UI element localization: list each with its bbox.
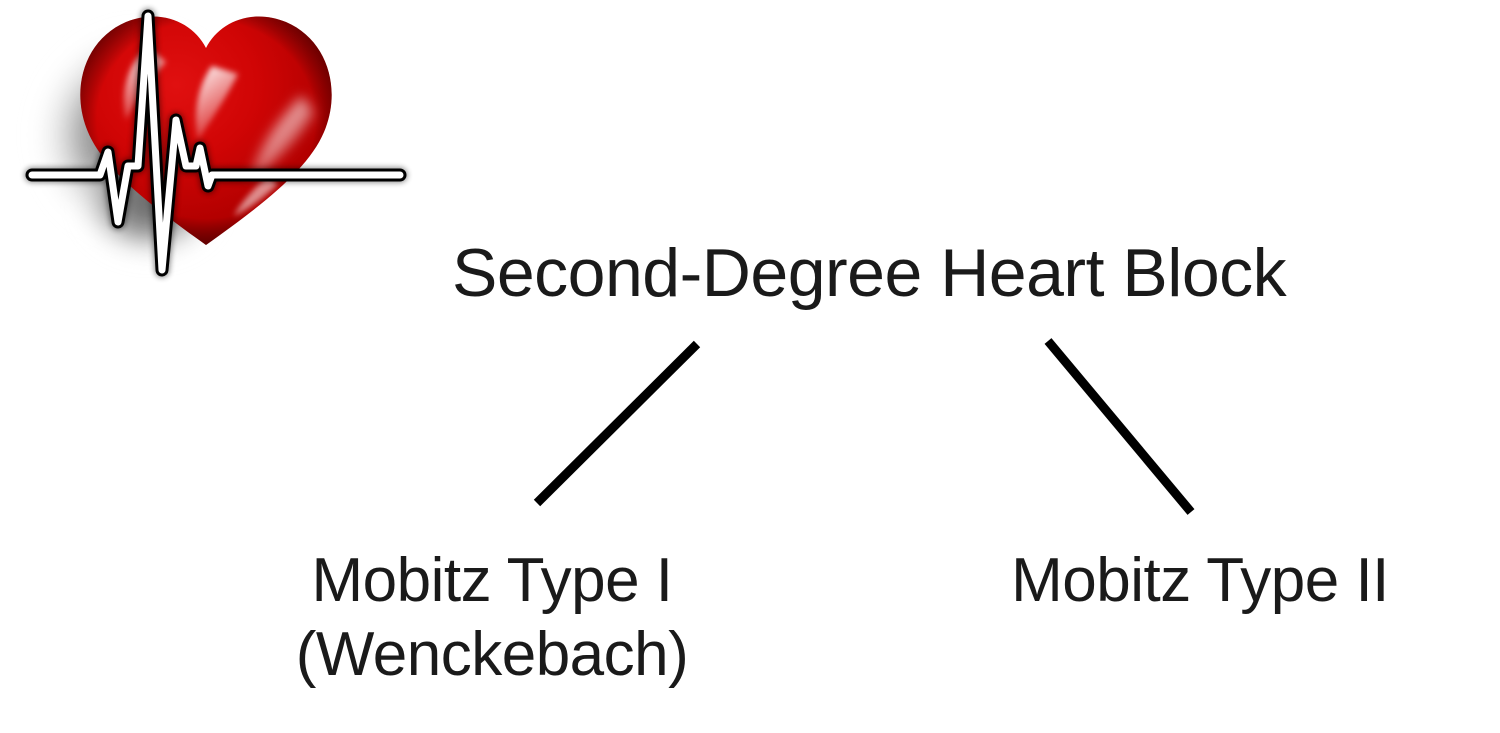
ecg-trace xyxy=(24,8,408,278)
branch-label-line-1: Mobitz Type I xyxy=(311,546,673,615)
branch-label-mobitz-type-2: Mobitz Type II xyxy=(985,544,1415,618)
branch-label-mobitz-type-1: Mobitz Type I (Wenckebach) xyxy=(272,544,712,692)
branch-label-line-1: Mobitz Type II xyxy=(1011,546,1389,615)
connector-line-right xyxy=(1044,338,1195,515)
branch-label-line-2: (Wenckebach) xyxy=(295,620,689,689)
connector-line-left xyxy=(533,340,701,507)
heart-ecg-logo xyxy=(0,0,420,300)
diagram-title: Second-Degree Heart Block xyxy=(452,235,1287,311)
